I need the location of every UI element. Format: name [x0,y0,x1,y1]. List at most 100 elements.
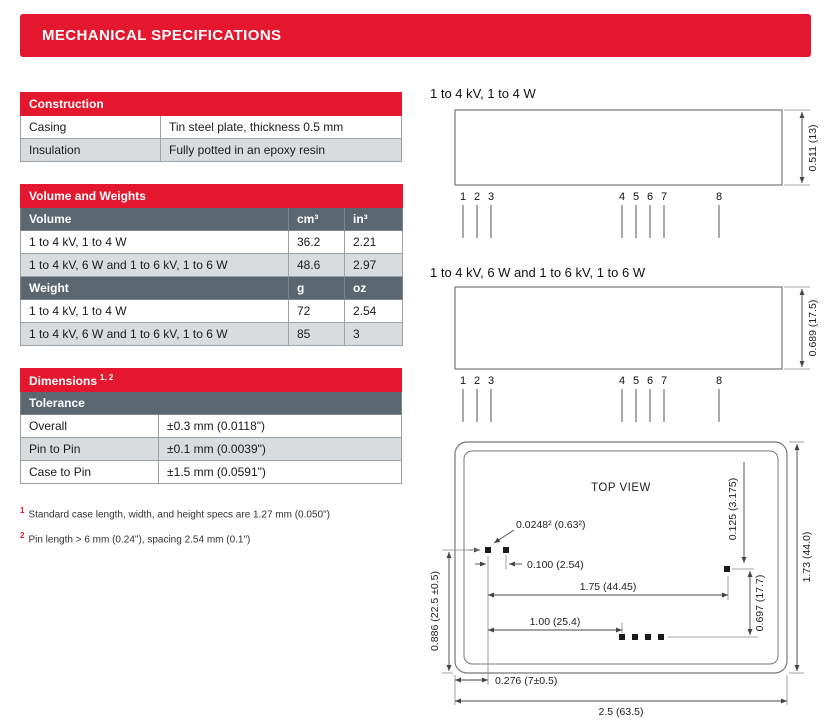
pin-offset-dimension: 0.125 (3.175) [727,462,754,570]
row-value: 72 [288,299,345,323]
table-row: Insulation Fully potted in an epoxy resi… [20,138,402,162]
case-depth-label: 1.73 (44.0) [801,532,813,583]
case-width-label: 2.5 (63.5) [599,706,644,718]
package-outline [454,109,783,186]
row-label: Casing [20,115,161,139]
pin-number-6: 6 [647,375,653,387]
drawing-title: 1 to 4 kV, 1 to 4 W [430,86,536,101]
edge-offset-dimension: 0.886 (22.5 ±0.5) [429,549,478,674]
pin-pitch-dimension: 0.100 (2.54) [475,555,584,685]
pin-col-span-label: 0.697 (17.7) [754,575,766,632]
pin-numbers: 1 2 3 4 5 6 7 8 [460,375,722,387]
pin-group-span-label: 1.00 (25.4) [530,616,581,628]
mechanical-drawings: 1 to 4 kV, 1 to 4 W 0.511 (13) 1 2 3 4 5… [429,86,819,718]
table-row: Overall ±0.3 mm (0.0118") [20,414,402,438]
row-value: 2.21 [343,230,404,254]
footnote-text: Standard case length, width, and height … [28,509,330,521]
pin-number-3: 3 [488,375,494,387]
pin-pad [645,634,651,640]
pin-number-6: 6 [647,191,653,203]
pin-number-1: 1 [460,191,466,203]
top-view-label: TOP VIEW [591,482,651,494]
pin-row-span-dimension: 1.75 (44.45) [488,576,729,600]
pin-pad [658,634,664,640]
pin-number-2: 2 [474,375,480,387]
pin-pad [485,547,491,553]
pin-number-5: 5 [633,375,639,387]
section-title: MECHANICAL SPECIFICATIONS [42,27,282,44]
volume-weights-table-title: Volume and Weights [19,184,404,208]
case-outline-inner [463,450,779,665]
column-header: cm³ [288,207,345,231]
pin-pad [632,634,638,640]
pin-pad [503,547,509,553]
spec-tables-column: Construction Casing Tin steel plate, thi… [19,92,404,557]
footnote-text: Pin length > 6 mm (0.24"), spacing 2.54 … [28,534,251,546]
case-depth-dimension: 1.73 (44.0) [789,441,813,674]
pin-number-5: 5 [633,191,639,203]
height-dim-label: 0.689 (17.5) [807,300,819,357]
table-row: Pin to Pin ±0.1 mm (0.0039") [20,437,402,461]
row-value: 2.97 [343,253,404,277]
height-dim-label: 0.511 (13) [807,124,819,171]
column-header: Volume [20,207,289,231]
row-label: Overall [20,414,159,438]
row-label: 1 to 4 kV, 6 W and 1 to 6 kV, 1 to 6 W [20,253,289,277]
pin-pad [724,566,730,572]
row-value: ±1.5 mm (0.0591") [158,460,402,484]
row-label: Insulation [20,138,161,162]
package-outline [454,286,783,370]
column-header: in³ [343,207,404,231]
pin-pitch-label: 0.100 (2.54) [527,559,584,571]
pin-pad [619,634,625,640]
pin-number-4: 4 [619,375,625,387]
table-row: 1 to 4 kV, 1 to 4 W 72 2.54 [20,299,404,323]
pin-group-span-dimension: 1.00 (25.4) [488,616,623,633]
row-value: Fully potted in an epoxy resin [160,138,402,162]
column-header: Tolerance [20,391,402,415]
edge-offset-label: 0.886 (22.5 ±0.5) [429,571,441,651]
construction-table: Construction Casing Tin steel plate, thi… [20,92,402,162]
row-label: Case to Pin [20,460,159,484]
top-view-drawing: TOP VIEW 0.0248² (0.63²) 0.10 [429,441,813,718]
pin-leads [462,205,720,238]
column-header: Weight [20,276,289,300]
row-value: ±0.1 mm (0.0039") [158,437,402,461]
volume-subheader-row: Volume cm³ in³ [20,207,404,231]
pin-col-span-dimension: 0.697 (17.7) [668,571,766,638]
row-label: 1 to 4 kV, 1 to 4 W [20,230,289,254]
construction-table-title: Construction [20,92,402,116]
pin-number-4: 4 [619,191,625,203]
row-value: 48.6 [288,253,345,277]
row-label: 1 to 4 kV, 1 to 4 W [20,299,289,323]
column-header: oz [343,276,404,300]
table-row: Case to Pin ±1.5 mm (0.0591") [20,460,402,484]
construction-header-row: Construction [20,92,402,116]
pin-number-7: 7 [661,191,667,203]
height-dimension: 0.511 (13) [784,109,819,186]
outline-drawing-4w: 1 to 4 kV, 1 to 4 W 0.511 (13) 1 2 3 4 5… [430,86,819,238]
pin-number-7: 7 [661,375,667,387]
pin-row-span-label: 1.75 (44.45) [580,581,637,593]
row-value: 36.2 [288,230,345,254]
table-row: 1 to 4 kV, 6 W and 1 to 6 kV, 1 to 6 W 8… [20,322,404,346]
row-value: 2.54 [343,299,404,323]
table-row: Casing Tin steel plate, thickness 0.5 mm [20,115,402,139]
footnote-number: 2 [20,531,25,541]
row-value: Tin steel plate, thickness 0.5 mm [160,115,402,139]
table-row: 1 to 4 kV, 6 W and 1 to 6 kV, 1 to 6 W 4… [20,253,404,277]
pin-number-1: 1 [460,375,466,387]
row-label: 1 to 4 kV, 6 W and 1 to 6 kV, 1 to 6 W [20,322,289,346]
outline-drawing-6w: 1 to 4 kV, 6 W and 1 to 6 kV, 1 to 6 W 0… [430,265,819,422]
height-dimension: 0.689 (17.5) [784,286,819,370]
pin-offset-label: 0.125 (3.175) [727,478,739,540]
tolerance-subheader-row: Tolerance [20,391,402,415]
volume-weights-table: Volume and Weights Volume cm³ in³ 1 to 4… [19,184,404,346]
